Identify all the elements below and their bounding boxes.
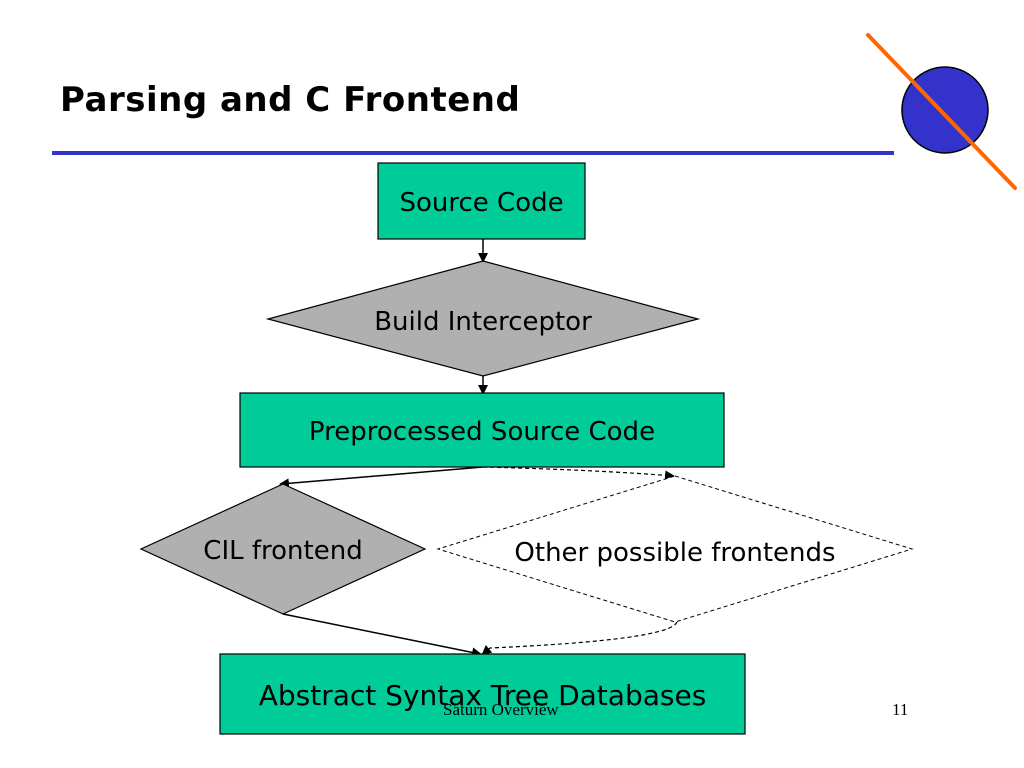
cil-frontend-label: CIL frontend [203,536,362,566]
build-interceptor-node: Build Interceptor [265,260,701,377]
ast-database-node: Abstract Syntax Tree Databases [219,653,746,735]
arrow-preprocessed-to-cil [279,466,484,489]
source-code-label: Source Code [399,188,563,218]
footer-text: Saturn Overview [443,700,559,719]
arrow-other-to-ast [481,621,678,656]
title-rule [52,151,894,155]
slide-title: Parsing and C Frontend [60,80,521,120]
build-interceptor-label: Build Interceptor [374,307,592,337]
arrow-preprocessed-to-other [482,466,675,481]
preprocessed-source-label: Preprocessed Source Code [309,417,655,447]
arrow-cil-to-ast [282,613,482,658]
cil-frontend-node: CIL frontend [139,483,427,615]
ast-database-label: Abstract Syntax Tree Databases [259,679,707,712]
other-frontends-label: Other possible frontends [514,538,835,568]
saturn-planet-icon [866,33,1017,190]
page-number: 11 [892,700,909,719]
source-code-node: Source Code [377,162,586,240]
preprocessed-source-node: Preprocessed Source Code [239,392,725,468]
other-frontends-node: Other possible frontends [436,475,914,623]
